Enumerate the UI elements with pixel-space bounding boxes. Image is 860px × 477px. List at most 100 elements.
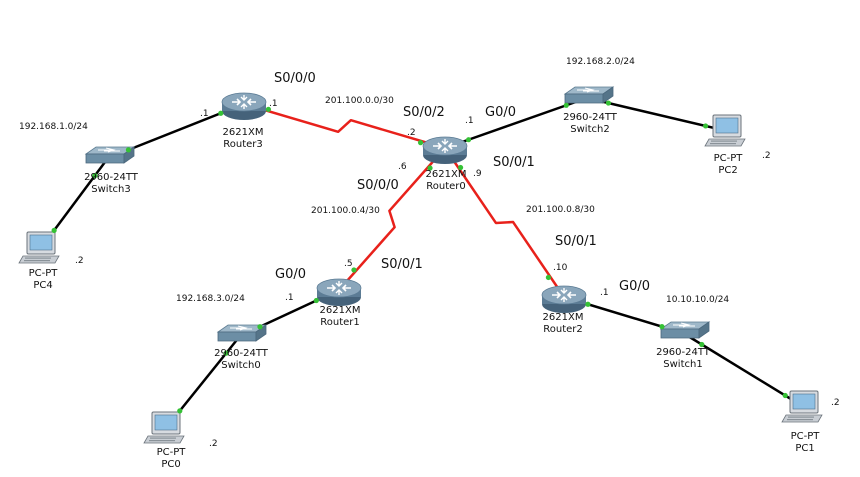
link-light-router2-switch1-start <box>585 301 591 307</box>
link-light-router3-router0-end <box>417 140 424 146</box>
pc2-pc-icon[interactable] <box>704 114 746 147</box>
host-label-r0-wan-r1: .6 <box>398 162 407 172</box>
network-label-wan-r0-r2: 201.100.0.8/30 <box>526 205 595 215</box>
pc0-pc-icon[interactable] <box>143 411 185 444</box>
host-label-r1-wan: .5 <box>344 259 353 269</box>
router0-model-label: 2621XM <box>426 169 467 180</box>
link-lights-layer <box>51 100 788 414</box>
link-light-switch3-pc4-start <box>92 173 98 179</box>
router0-router-icon[interactable] <box>422 136 468 165</box>
router0-labels: 2621XM Router0 <box>426 169 467 192</box>
link-light-switch0-pc0-end <box>177 408 183 414</box>
host-label-r0-lan: .1 <box>465 116 474 126</box>
link-light-switch1-pc1-start <box>699 341 705 348</box>
interface-label-r3-serial: S0/0/0 <box>274 71 316 86</box>
link-light-switch1-pc1-end <box>782 392 788 399</box>
network-label-lan-router1: 192.168.3.0/24 <box>176 294 245 304</box>
host-label-r0-wan-r2: .9 <box>473 169 482 179</box>
router2-name-label: Router2 <box>543 324 583 335</box>
host-label-r3-wan: .1 <box>269 99 278 109</box>
host-label-r1-lan: .1 <box>285 293 294 303</box>
switch1-name-label: Switch1 <box>663 359 702 370</box>
router3-router-icon[interactable] <box>221 92 267 121</box>
pc4-pc-icon[interactable] <box>18 231 60 264</box>
link-light-router0-router2-end <box>545 274 551 281</box>
serial-link-router0-router1 <box>338 147 446 291</box>
link-light-switch3-pc4-end <box>51 227 57 233</box>
interface-label-r0-gig: G0/0 <box>485 105 516 120</box>
router1-labels: 2621XM Router1 <box>320 305 361 328</box>
network-label-lan-router0: 192.168.2.0/24 <box>566 57 635 67</box>
router1-router-icon[interactable] <box>316 278 362 307</box>
pc2-labels: PC-PT PC2 <box>714 153 744 176</box>
link-light-router0-router2-start <box>458 164 464 171</box>
link-light-router0-router1-start <box>427 165 433 171</box>
switch1-switch-icon[interactable] <box>660 321 710 339</box>
interface-label-r1-gig: G0/0 <box>275 267 306 282</box>
link-light-switch2-pc2-start <box>605 100 612 106</box>
switch3-name-label: Switch3 <box>91 184 130 195</box>
link-light-router0-switch2-start <box>465 137 472 143</box>
host-label-pc1: .2 <box>831 398 840 408</box>
link-light-router1-switch0-start <box>313 297 319 304</box>
switch2-switch-icon[interactable] <box>564 86 614 104</box>
router0-name-label: Router0 <box>426 181 466 192</box>
switch1-model-label: 2960-24TT <box>656 347 711 358</box>
switch0-model-label: 2960-24TT <box>214 348 269 359</box>
link-light-router3-switch3-end <box>125 147 132 153</box>
router3-labels: 2621XM Router3 <box>223 127 264 150</box>
switch3-model-label: 2960-24TT <box>84 172 139 183</box>
pc4-model-label: PC-PT <box>29 268 59 279</box>
link-light-router0-switch2-end <box>563 102 569 108</box>
pc0-model-label: PC-PT <box>157 447 187 458</box>
router3-name-label: Router3 <box>223 139 263 150</box>
interface-label-r2-serial: S0/0/1 <box>555 234 597 249</box>
pc4-labels: PC-PT PC4 <box>29 268 59 291</box>
link-light-switch0-pc0-start <box>223 350 229 356</box>
switch0-name-label: Switch0 <box>221 360 260 371</box>
network-label-wan-r3-r0: 201.100.0.0/30 <box>325 96 394 106</box>
switch2-labels: 2960-24TT Switch2 <box>563 112 618 135</box>
network-label-wan-r0-r1: 201.100.0.4/30 <box>311 206 380 216</box>
pc0-name-label: PC0 <box>161 459 180 470</box>
switch2-name-label: Switch2 <box>570 124 609 135</box>
router1-name-label: Router1 <box>320 317 360 328</box>
network-label-lan-router2: 10.10.10.0/24 <box>666 295 729 305</box>
router2-labels: 2621XM Router2 <box>543 312 584 335</box>
pc4-name-label: PC4 <box>33 280 52 291</box>
switch1-labels: 2960-24TT Switch1 <box>656 347 711 370</box>
host-label-pc2: .2 <box>762 151 771 161</box>
interface-label-r1-serial: S0/0/1 <box>381 257 423 272</box>
pc1-name-label: PC1 <box>795 443 814 454</box>
link-light-router3-router0-start <box>265 106 272 112</box>
host-label-pc0: .2 <box>209 439 218 449</box>
serial-link-router3-router0 <box>243 102 446 150</box>
network-label-lan-router3: 192.168.1.0/24 <box>19 122 88 132</box>
router2-model-label: 2621XM <box>543 312 584 323</box>
switch0-labels: 2960-24TT Switch0 <box>214 348 269 371</box>
host-label-r2-lan: .1 <box>600 288 609 298</box>
link-light-switch2-pc2-end <box>702 123 709 129</box>
interface-label-r0-serial-r3: S0/0/2 <box>403 105 445 120</box>
host-label-r0-wan-r3: .2 <box>407 128 416 138</box>
router3-model-label: 2621XM <box>223 127 264 138</box>
router2-router-icon[interactable] <box>541 285 587 314</box>
pc2-name-label: PC2 <box>718 165 737 176</box>
switch3-labels: 2960-24TT Switch3 <box>84 172 139 195</box>
switch2-model-label: 2960-24TT <box>563 112 618 123</box>
serial-link-router0-router2 <box>443 147 566 298</box>
pc2-model-label: PC-PT <box>714 153 744 164</box>
pc0-labels: PC-PT PC0 <box>157 447 187 470</box>
link-light-router2-switch1-end <box>659 324 665 330</box>
router1-model-label: 2621XM <box>320 305 361 316</box>
pc1-pc-icon[interactable] <box>781 390 823 423</box>
link-light-router3-switch3-start <box>218 110 224 116</box>
link-light-router0-router1-end <box>351 267 357 273</box>
link-light-router1-switch0-end <box>257 324 263 330</box>
interface-label-r0-serial-r1: S0/0/0 <box>357 178 399 193</box>
pc1-model-label: PC-PT <box>791 431 821 442</box>
host-label-pc4: .2 <box>75 256 84 266</box>
host-label-r2-wan: .10 <box>553 263 568 273</box>
